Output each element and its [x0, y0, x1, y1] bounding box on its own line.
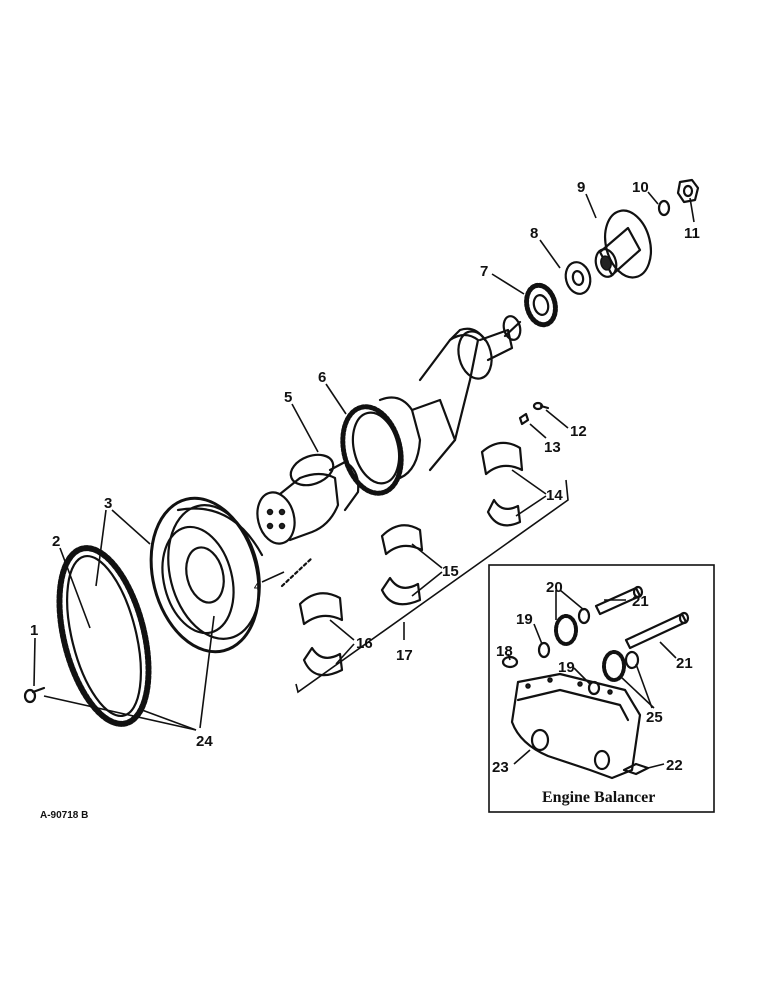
callout-3: 3	[104, 495, 112, 512]
bearing-set-bracket	[295, 479, 569, 694]
callout-7: 7	[480, 263, 488, 280]
callout-19a: 19	[516, 611, 533, 628]
pin-12	[532, 401, 550, 411]
bearing-16-upper	[298, 592, 344, 626]
leader-lines	[33, 191, 695, 769]
callout-18: 18	[496, 643, 513, 660]
bearing-16-lower	[302, 646, 344, 677]
callout-15: 15	[442, 563, 459, 580]
callout-12: 12	[570, 423, 587, 440]
callout-16: 16	[356, 635, 373, 652]
callout-24: 24	[196, 733, 213, 750]
bearing-15-upper	[380, 524, 424, 556]
engine-balancer-inset	[488, 564, 715, 813]
callout-23: 23	[492, 759, 509, 776]
callout-22: 22	[666, 757, 683, 774]
callout-14: 14	[546, 487, 563, 504]
callout-21b: 21	[676, 655, 693, 672]
bolt	[23, 686, 46, 704]
callout-19b: 19	[558, 659, 575, 676]
callout-11: 11	[684, 225, 700, 242]
callout-9: 9	[577, 179, 585, 196]
callout-4: 4	[254, 582, 260, 593]
flywheel	[149, 496, 264, 654]
bearing-14-lower	[486, 498, 522, 527]
callout-8: 8	[530, 225, 538, 242]
drawing-code: A-90718 B	[40, 810, 88, 821]
callout-10: 10	[632, 179, 649, 196]
crankshaft	[256, 315, 522, 545]
callout-13: 13	[544, 439, 561, 456]
callout-labels: 1 2 3 4 5 6 7 8 9 10 11 12 13 14 15 16 1…	[30, 179, 700, 776]
pulley-washer	[657, 199, 671, 217]
callout-1: 1	[30, 622, 38, 639]
crank-gear	[524, 282, 558, 328]
key-13	[518, 412, 530, 426]
pulley-nut	[676, 178, 700, 204]
callout-5: 5	[284, 389, 292, 406]
dowel-pin	[280, 556, 314, 588]
ring-gear	[56, 545, 152, 727]
callout-20: 20	[546, 579, 563, 596]
bearing-14-upper	[480, 441, 524, 476]
bearing-15-lower	[380, 576, 422, 606]
callout-17: 17	[396, 647, 413, 664]
washer	[564, 261, 592, 295]
callout-25: 25	[646, 709, 663, 726]
callout-2: 2	[52, 533, 60, 550]
callout-21a: 21	[632, 593, 649, 610]
callout-6: 6	[318, 369, 326, 386]
crank-pulley	[594, 209, 652, 279]
inset-title: Engine Balancer	[542, 789, 655, 806]
